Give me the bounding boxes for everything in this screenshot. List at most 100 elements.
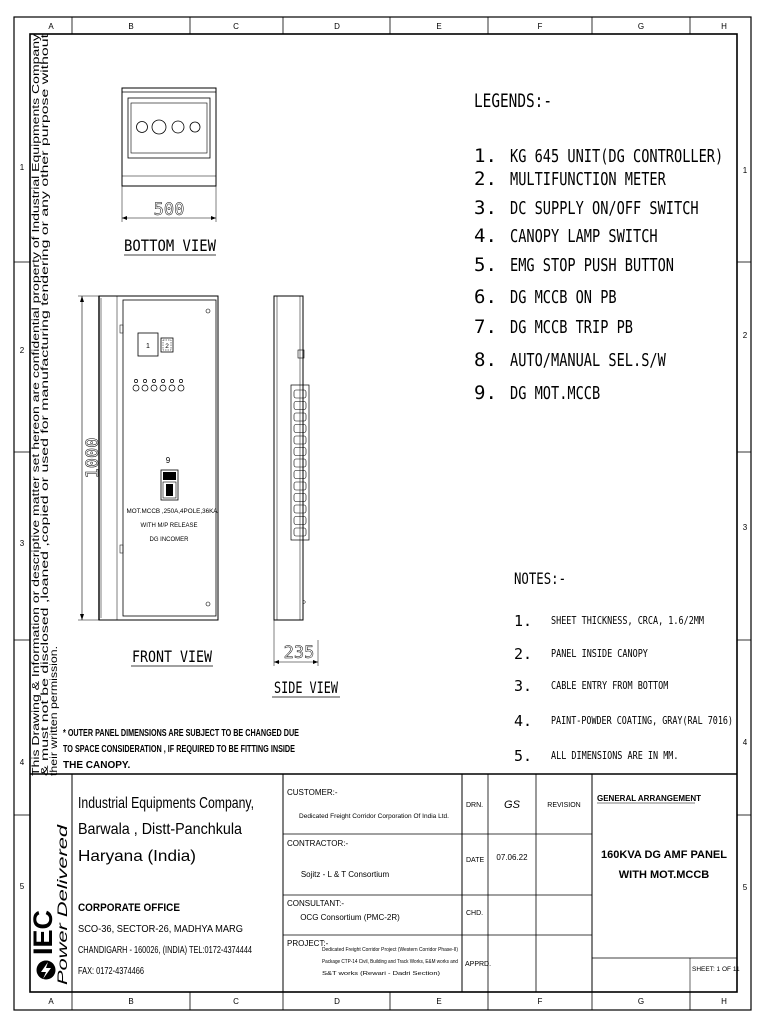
- project-label: PROJECT:-: [287, 939, 329, 948]
- note-number: 1.: [514, 612, 532, 630]
- revision-label: REVISION: [547, 802, 580, 809]
- col-label-bottom-g: G: [638, 997, 644, 1006]
- legends-title: LEGENDS:-: [474, 90, 552, 112]
- col-label-top-g: G: [638, 22, 644, 31]
- logo-tagline: Power Delivered: [54, 823, 70, 985]
- front-box-2-label: 2: [165, 343, 169, 350]
- pushbutton-body: [168, 384, 176, 392]
- notes-title: NOTES:-: [514, 569, 566, 588]
- customer-block: CUSTOMER:- Dedicated Freight Corridor Co…: [287, 788, 458, 977]
- row-label-left-4: 4: [20, 758, 25, 767]
- louver-slot: [293, 481, 307, 491]
- customer-value: Dedicated Freight Corridor Corporation O…: [299, 814, 449, 820]
- date-label: DATE: [466, 857, 484, 864]
- note-text: SHEET THICKNESS, CRCA, 1.6/2MM: [551, 614, 704, 627]
- project-line-1: Dedicated Freight Corridor Project (West…: [322, 947, 458, 953]
- outer-panel-note: * OUTER PANEL DIMENSIONS ARE SUBJECT TO …: [63, 728, 299, 771]
- company-line-1: Industrial Equipments Company,: [78, 795, 254, 812]
- col-label-top-d: D: [334, 22, 340, 31]
- col-label-top-f: F: [538, 22, 543, 31]
- mccb-symbol: [160, 469, 179, 501]
- front-view: 1 2 9 MOT.MCCB ,250A,4POLE,36KA WITH M/P…: [78, 295, 219, 667]
- mccb-text-line-3: DG INCOMER: [150, 537, 190, 543]
- front-view-dimension: 1000: [83, 438, 103, 479]
- louver-slot: [293, 435, 307, 445]
- col-label-bottom-b: B: [128, 997, 133, 1006]
- legend-number: 4.: [474, 225, 497, 247]
- legend-number: 2.: [474, 168, 497, 190]
- date-value: 07.06.22: [496, 853, 528, 862]
- legend-number: 3.: [474, 197, 497, 219]
- note-text: PAINT-POWDER COATING, GRAY(RAL 7016): [551, 714, 733, 727]
- col-label-bottom-d: D: [334, 997, 340, 1006]
- col-label-top-a: A: [48, 22, 54, 31]
- legend-text: DG MCCB TRIP PB: [510, 317, 633, 338]
- legend-text: MULTIFUNCTION METER: [510, 169, 666, 190]
- pushbutton-top: [152, 379, 156, 383]
- drawing-meta: DRN. GS REVISION DATE 07.06.22 CHD. APPR…: [465, 794, 740, 973]
- project-line-2: Package CTP-14 Civil, Building and Track…: [322, 959, 458, 965]
- louver-slot: [293, 412, 307, 422]
- front-view-label: FRONT VIEW: [132, 647, 212, 666]
- row-label-right-4: 4: [743, 738, 748, 747]
- louver-slot: [293, 504, 307, 514]
- louver-slot: [293, 447, 307, 456]
- legend-number: 9.: [474, 382, 497, 404]
- row-label-right-1: 1: [743, 166, 748, 175]
- note-number: 4.: [514, 712, 532, 730]
- legend-number: 8.: [474, 349, 497, 371]
- side-note-line-2: & must not be disclosed ,loaned ,copied …: [39, 34, 51, 776]
- legend-text: AUTO/MANUAL SEL.S/W: [510, 350, 666, 371]
- legend-number: 6.: [474, 286, 497, 308]
- pushbutton-body: [159, 384, 167, 392]
- row-label-left-2: 2: [20, 346, 25, 355]
- company-block: Industrial Equipments Company, Barwala ,…: [78, 795, 254, 977]
- side-note-line-3: their written permission.: [48, 646, 60, 776]
- outer-note-line-3: THE CANOPY.: [63, 760, 130, 771]
- sheet-number: SHEET: 1 OF 11: [692, 966, 740, 973]
- pushbutton-body: [150, 384, 158, 392]
- outer-note-line-2: TO SPACE CONSIDERATION , IF REQUIRED TO …: [63, 744, 295, 755]
- col-label-bottom-c: C: [233, 997, 239, 1006]
- corporate-line-2: CHANDIGARH - 160026, (INDIA) TEL:0172-43…: [78, 944, 252, 956]
- col-label-top-h: H: [721, 22, 727, 31]
- bottom-view-dimension: 500: [154, 200, 185, 220]
- front-mccb-number: 9: [166, 456, 171, 465]
- drawing-title-line-2: WITH MOT.MCCB: [619, 869, 709, 881]
- louver-slot: [293, 470, 307, 479]
- mccb-text-line-1: MOT.MCCB ,250A,4POLE,36KA: [127, 508, 219, 515]
- col-label-top-b: B: [128, 22, 133, 31]
- mccb-text-line-2: WITH M/P RELEASE: [141, 523, 198, 529]
- col-label-bottom-f: F: [538, 997, 543, 1006]
- side-note-line-1: This Drawing & Information or descriptiv…: [30, 33, 42, 776]
- pushbutton-top: [161, 379, 165, 383]
- legend-text: EMG STOP PUSH BUTTON: [510, 255, 674, 276]
- corporate-title: CORPORATE OFFICE: [78, 902, 180, 914]
- row-label-right-5: 5: [743, 883, 748, 892]
- legend-text: DG MCCB ON PB: [510, 287, 617, 308]
- bottom-view: 500 BOTTOM VIEW: [121, 87, 217, 256]
- side-louvers: [290, 384, 310, 541]
- consultant-value: OCG Consortium (PMC-2R): [300, 913, 400, 922]
- note-text: CABLE ENTRY FROM BOTTOM: [551, 679, 669, 692]
- pushbutton-body: [132, 384, 140, 392]
- louver-slot: [293, 516, 307, 525]
- louver-frame: [290, 384, 310, 541]
- outer-note-line-1: * OUTER PANEL DIMENSIONS ARE SUBJECT TO …: [63, 728, 299, 739]
- col-label-bottom-h: H: [721, 997, 727, 1006]
- notes: NOTES:- 1. SHEET THICKNESS, CRCA, 1.6/2MM…: [514, 569, 733, 765]
- legend-text: DC SUPPLY ON/OFF SWITCH: [510, 198, 699, 219]
- iec-logo: IEC Power Delivered: [28, 823, 70, 985]
- legend-number: 7.: [474, 316, 497, 338]
- side-view-label: SIDE VIEW: [274, 678, 338, 697]
- title-block: [30, 773, 737, 992]
- louver-slot: [293, 424, 307, 433]
- customer-label: CUSTOMER:-: [287, 788, 338, 797]
- drn-label: DRN.: [466, 802, 483, 809]
- row-label-left-3: 3: [20, 539, 25, 548]
- note-text: PANEL INSIDE CANOPY: [551, 647, 648, 660]
- drn-value: GS: [504, 799, 521, 811]
- note-text: ALL DIMENSIONS ARE IN MM.: [551, 749, 679, 762]
- notes-list: 1.SHEET THICKNESS, CRCA, 1.6/2MM2.PANEL …: [514, 612, 733, 765]
